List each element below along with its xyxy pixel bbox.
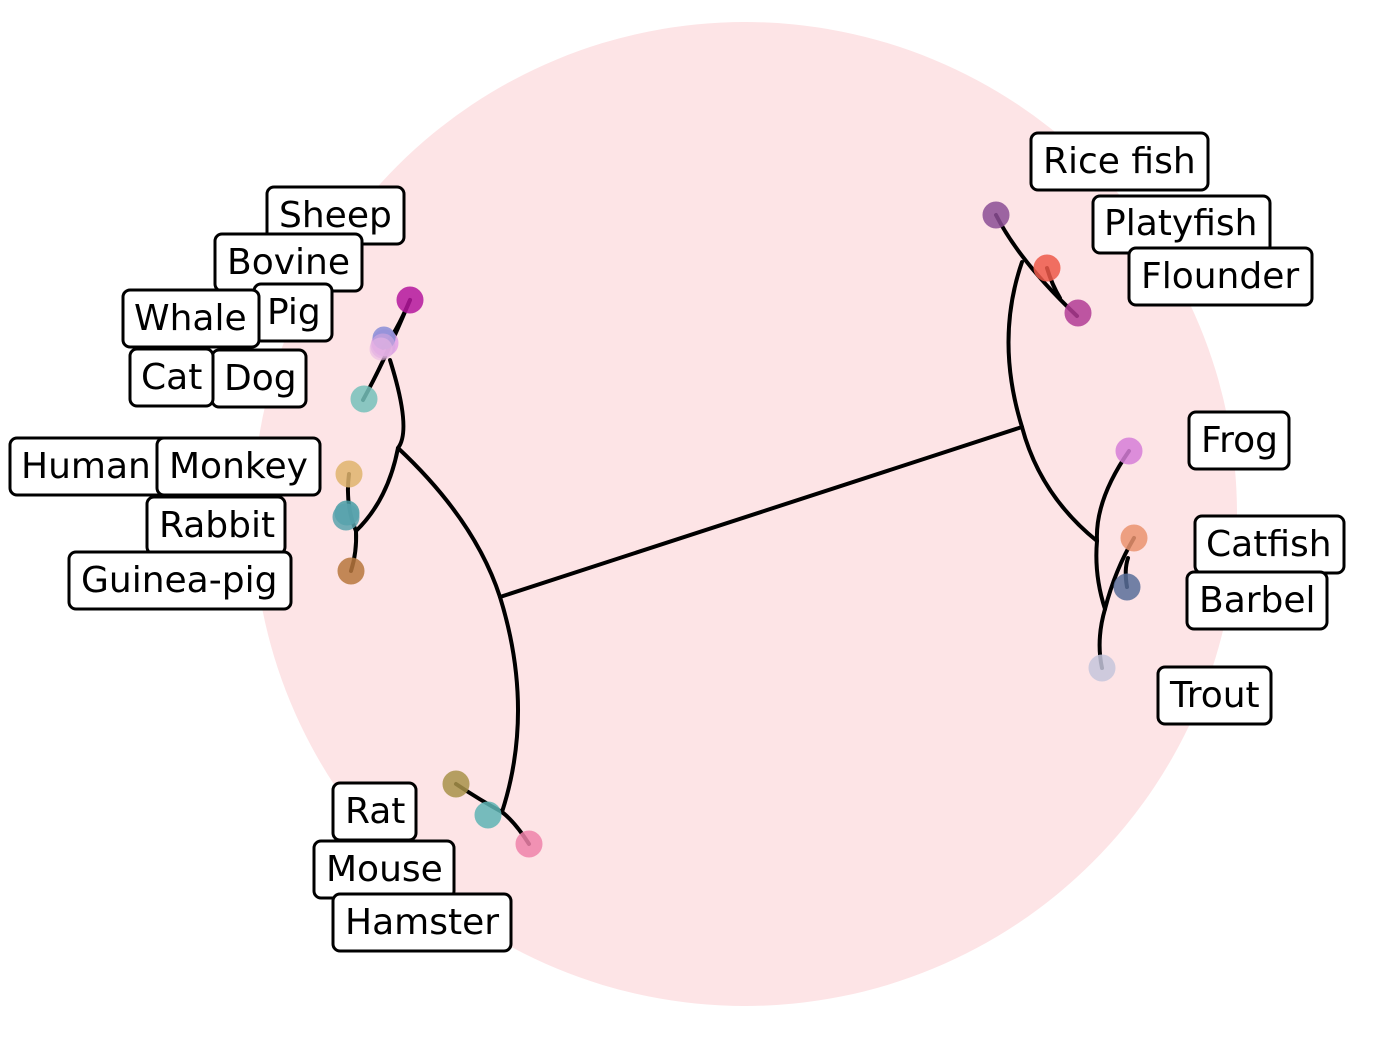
- label-text-human: Human: [21, 446, 151, 487]
- label-monkey: Monkey: [155, 436, 322, 497]
- branch-mammal-stem: [396, 446, 502, 599]
- branch-rodent-stem: [498, 595, 520, 814]
- label-text-hamster: Hamster: [345, 902, 499, 943]
- node-mouse: [474, 801, 502, 829]
- label-text-guinea-pig: Guinea-pig: [81, 560, 277, 601]
- label-guinea-pig: Guinea-pig: [67, 550, 293, 611]
- label-sheep: Sheep: [265, 185, 406, 246]
- label-human: Human: [8, 436, 172, 497]
- label-rabbit: Rabbit: [145, 495, 287, 556]
- label-text-monkey: Monkey: [169, 446, 308, 487]
- branch-fish-stem: [1006, 260, 1024, 429]
- branch-lower-fish: [1020, 425, 1099, 543]
- node-hamster: [515, 830, 543, 858]
- label-cat: Cat: [128, 347, 215, 408]
- label-text-whale: Whale: [134, 298, 247, 339]
- hyperbolic-disk: [253, 22, 1237, 1006]
- label-text-catfish: Catfish: [1206, 524, 1332, 565]
- label-text-trout: Trout: [1169, 675, 1260, 716]
- node-rabbit: [332, 503, 360, 531]
- label-text-bovine: Bovine: [227, 242, 350, 283]
- node-platyfish: [1033, 254, 1061, 282]
- node-barbel: [1113, 573, 1141, 601]
- label-rice-fish: Rice fish: [1029, 131, 1210, 192]
- branch-root: [498, 425, 1024, 599]
- label-text-rice-fish: Rice fish: [1043, 141, 1196, 182]
- label-flounder: Flounder: [1127, 246, 1314, 307]
- node-rat: [442, 770, 470, 798]
- leaf-nodes: [332, 201, 1148, 858]
- node-dog: [350, 385, 378, 413]
- branch-frog: [1094, 449, 1131, 611]
- node-trout: [1088, 654, 1116, 682]
- taxon-labels: Sheep Bovine Pig Whale Dog Cat Human Mo: [8, 131, 1346, 953]
- label-text-mouse: Mouse: [326, 849, 443, 890]
- label-bovine: Bovine: [213, 232, 364, 293]
- label-text-pig: Pig: [267, 292, 321, 333]
- node-human: [335, 460, 363, 488]
- node-cat: [369, 337, 393, 361]
- label-mouse: Mouse: [312, 839, 456, 900]
- node-guinea-pig: [337, 557, 365, 585]
- label-text-platyfish: Platyfish: [1104, 203, 1257, 244]
- node-frog: [1115, 437, 1143, 465]
- label-pig: Pig: [252, 282, 334, 343]
- node-sheep: [396, 286, 424, 314]
- node-catfish: [1120, 524, 1148, 552]
- label-text-frog: Frog: [1201, 420, 1278, 461]
- label-text-barbel: Barbel: [1199, 580, 1316, 621]
- label-text-dog: Dog: [224, 358, 297, 399]
- label-text-flounder: Flounder: [1141, 256, 1299, 297]
- label-catfish: Catfish: [1193, 514, 1346, 575]
- label-frog: Frog: [1187, 410, 1291, 471]
- label-text-sheep: Sheep: [279, 195, 392, 236]
- label-trout: Trout: [1156, 665, 1273, 726]
- node-flounder: [1064, 299, 1092, 327]
- label-text-rabbit: Rabbit: [159, 505, 275, 546]
- label-rat: Rat: [331, 781, 418, 842]
- label-hamster: Hamster: [331, 892, 513, 953]
- label-barbel: Barbel: [1185, 570, 1329, 631]
- node-rice-fish: [982, 201, 1010, 229]
- label-whale: Whale: [121, 288, 261, 349]
- label-dog: Dog: [210, 348, 308, 409]
- branch-mammal-split: [354, 358, 406, 533]
- label-platyfish: Platyfish: [1091, 194, 1272, 255]
- label-text-cat: Cat: [141, 357, 202, 398]
- label-text-rat: Rat: [345, 791, 405, 832]
